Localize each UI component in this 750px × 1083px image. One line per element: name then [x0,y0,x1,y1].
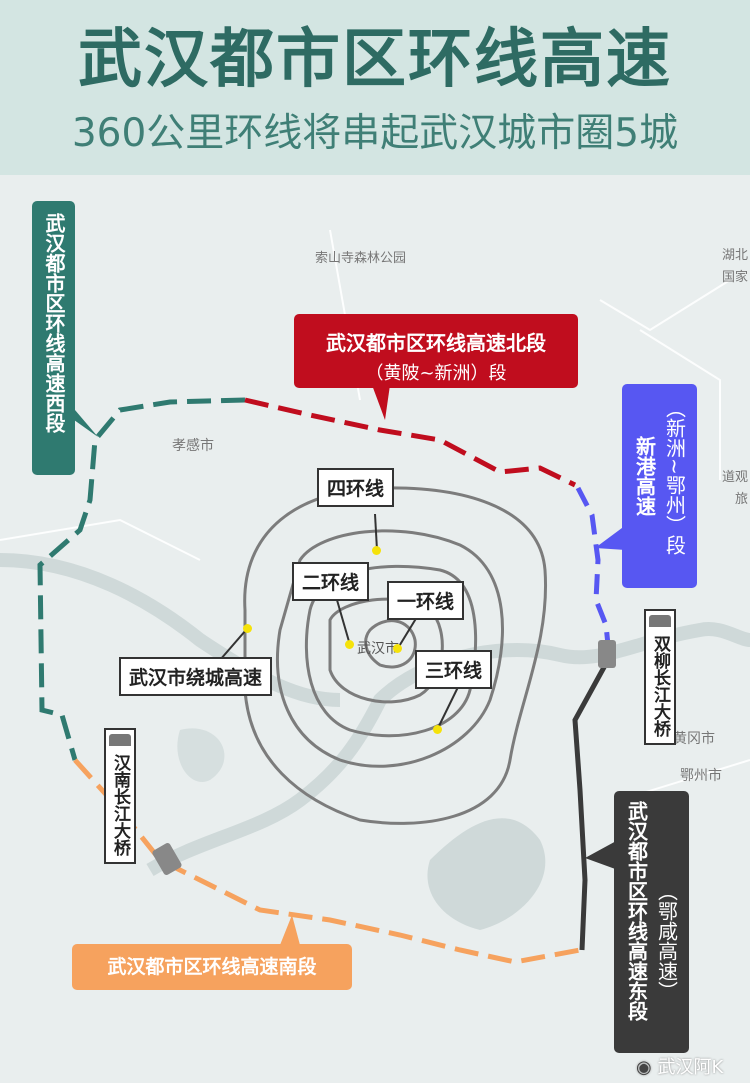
place-label-xiaogan: 孝感市 [172,438,214,454]
pointer-south [280,915,300,945]
north-segment-label: 武汉都市区环线高速北段 （黄陂~新洲）段 [294,314,578,388]
ring1-label: 一环线 [387,581,465,620]
place-label-suoshan: 索山寺森林公园 [315,251,407,266]
xingang-segment-title: 新港高速 [632,436,657,516]
page-subtitle: 360公里环线将串起武汉城市圈5城 [71,111,679,156]
watermark: ◉ 武汉阿K [636,1057,723,1079]
ring3-dot [433,725,442,734]
xingang-segment-label: （新洲~鄂州）段 新港高速 [622,384,697,588]
hannan-bridge-label: 汉南长江大桥 [104,728,136,864]
place-label-wuhan: 武汉市 [357,641,399,657]
east-segment-label: （鄂咸高速） 武汉都市区环线高速东段 [614,791,689,1053]
pointer-north [372,385,390,420]
page-title: 武汉都市区环线高速 [78,23,672,97]
watermark-text: 武汉阿K [657,1057,724,1078]
route-south [73,758,581,965]
north-segment-subtitle: （黄陂~新洲）段 [365,363,507,384]
place-label-guojia: 国家 [722,270,749,285]
outer-ring-dot [243,624,252,633]
weibo-icon: ◉ [636,1057,652,1078]
route-west [37,397,246,761]
place-label-lv: 旅 [735,492,749,507]
north-segment-title: 武汉都市区环线高速北段 [326,331,546,355]
ring4-label: 四环线 [317,468,395,507]
shuangliu-bridge-label: 双柳长江大桥 [644,609,676,745]
ring2-dot [345,640,354,649]
south-segment-label: 武汉都市区环线高速南段 [72,944,352,990]
place-label-hubei: 湖北 [722,248,749,263]
bridge-markers [152,640,616,876]
route-xingang [575,486,611,646]
route-north [244,397,577,488]
ring4-dot [372,546,381,555]
ring1 [364,619,417,669]
ring3 [304,564,478,738]
pointer-xingang [595,525,626,550]
pointer-east [585,840,618,870]
ring3-label: 三环线 [415,650,493,689]
east-segment-subtitle: （鄂咸高速） [654,881,679,1001]
east-segment-title: 武汉都市区环线高速东段 [624,801,649,1021]
ring2-label: 二环线 [292,562,370,601]
place-label-daoguan: 道观 [722,470,749,485]
place-label-huanggang: 黄冈市 [673,731,715,747]
lake [177,728,225,782]
ring-pointers [219,513,461,729]
ring4 [276,529,504,768]
place-label-ezhou: 鄂州市 [680,768,722,784]
xingang-segment-subtitle: （新洲~鄂州）段 [662,398,687,555]
lake [427,818,546,930]
header: 武汉都市区环线高速 360公里环线将串起武汉城市圈5城 [0,0,750,175]
west-segment-label: 武汉都市区环线高速西段 [32,201,75,475]
outer-ring-label: 武汉市绕城高速 [119,657,273,696]
ring1-dot [393,644,402,653]
route-east [572,658,611,951]
